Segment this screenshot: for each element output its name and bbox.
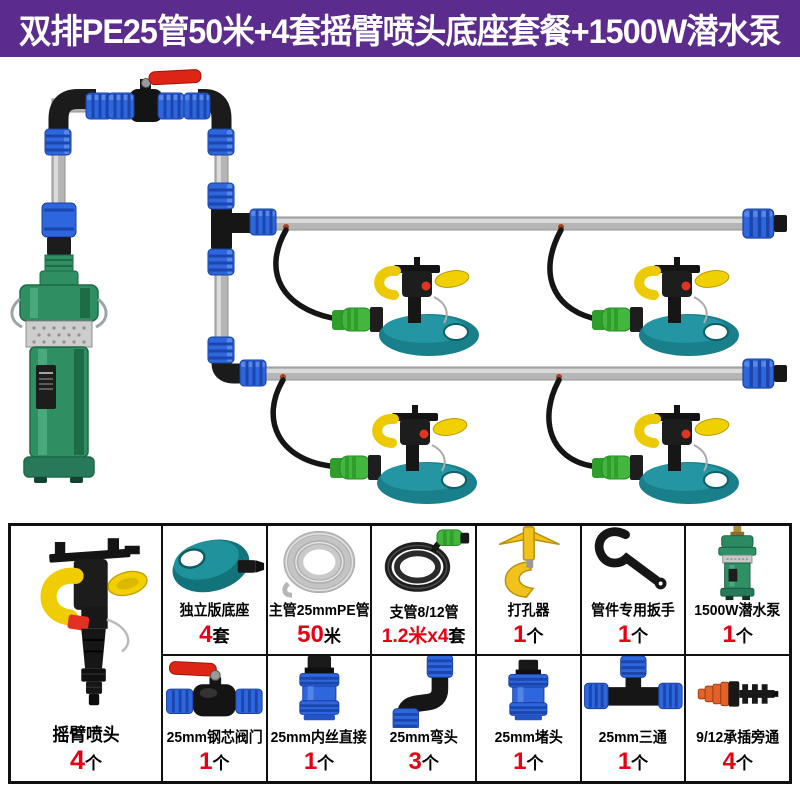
part-label: 支管8/12管	[389, 603, 459, 621]
pipe-wrench-icon	[582, 526, 685, 601]
part-label: 主管25mmPE管	[268, 601, 370, 619]
part-quantity: 4套	[199, 620, 230, 648]
elbow-fitting-icon	[372, 655, 475, 728]
female-coupling-icon	[268, 655, 371, 729]
part-quantity: 4个	[722, 748, 753, 775]
impact-sprinkler-icon	[11, 526, 161, 723]
part-label: 25mm弯头	[389, 729, 458, 746]
elbow-top-left	[43, 89, 114, 157]
part-label: 独立版底座	[179, 601, 250, 619]
part-cell: 打孔器 1个	[474, 526, 580, 654]
part-quantity: 3个	[408, 748, 439, 775]
part-label: 1500W潜水泵	[694, 601, 781, 619]
end-plug-pipe2	[741, 357, 787, 390]
sprinkler-base-icon	[163, 526, 266, 601]
part-quantity: 1.2米x4套	[381, 625, 466, 647]
branch-hose-coil-icon	[372, 526, 475, 603]
part-label: 管件专用扳手	[591, 601, 675, 619]
part-cell: 管件专用扳手 1个	[579, 526, 685, 654]
part-cell: 独立版底座 4套	[161, 526, 266, 654]
part-label: 25mm三通	[598, 729, 668, 746]
part-quantity: 1个	[617, 620, 649, 648]
part-label: 25mm内丝直接	[270, 729, 368, 746]
part-cell: 1500W潜水泵 1个	[684, 526, 789, 654]
pe-pipe-coil-icon	[268, 526, 371, 601]
part-label: 9/12承插旁通	[696, 729, 780, 746]
part-label: 摇臂喷头	[52, 725, 120, 745]
part-cell: 25mm三通 1个	[579, 653, 685, 781]
end-plug-icon	[477, 656, 580, 729]
parts-grid: 摇臂喷头 4个 独立版底座 4套	[8, 523, 792, 784]
part-cell: 25mm弯头 3个	[370, 653, 475, 781]
part-cell: 9/12承插旁通 4个	[684, 653, 789, 781]
ball-valve-icon	[163, 656, 266, 729]
part-quantity: 1个	[303, 748, 335, 775]
part-quantity: 1个	[513, 748, 544, 775]
end-plug-pipe1	[741, 207, 787, 240]
part-cell: 支管8/12管 1.2米x4套	[370, 526, 475, 654]
part-cell: 25mm内丝直接 1个	[265, 653, 371, 781]
part-quantity: 1个	[722, 620, 753, 648]
part-quantity: 4个	[69, 745, 103, 775]
tee-fitting-icon	[582, 655, 685, 729]
elbow-bottom	[206, 335, 268, 388]
bypass-barb-icon	[686, 656, 789, 729]
part-quantity: 1个	[617, 748, 649, 775]
title-bar: 双排PE25管50米+4套摇臂喷头底座套餐+1500W潜水泵	[0, 0, 800, 57]
part-label: 25mm钢芯阀门	[166, 729, 263, 746]
part-quantity: 1个	[513, 620, 544, 648]
part-label: 25mm堵头	[494, 729, 563, 746]
part-cell: 25mm钢芯阀门 1个	[161, 653, 266, 781]
sprinkler-2	[592, 257, 739, 356]
part-label: 打孔器	[507, 601, 550, 619]
part-quantity: 50米	[297, 620, 341, 648]
part-cell: 主管25mmPE管 50米	[265, 526, 371, 654]
part-quantity: 1个	[199, 748, 230, 775]
ball-valve	[106, 69, 202, 122]
submersible-pump	[10, 202, 108, 483]
submersible-pump-icon	[686, 526, 789, 601]
part-cell: 25mm堵头 1个	[474, 653, 580, 781]
page-title: 双排PE25管50米+4套摇臂喷头底座套餐+1500W潜水泵	[19, 13, 781, 51]
elbow-top-right	[182, 89, 236, 157]
hole-punch-icon	[477, 526, 580, 601]
sprinkler-1	[332, 257, 479, 356]
part-cell-featured: 摇臂喷头 4个	[11, 526, 161, 781]
tee-fitting	[206, 181, 278, 277]
assembly-diagram	[0, 57, 800, 515]
branch-hoses	[270, 224, 595, 469]
assembly-diagram-svg	[10, 69, 787, 515]
sprinkler-3	[330, 405, 477, 504]
sprinkler-4	[592, 405, 739, 504]
